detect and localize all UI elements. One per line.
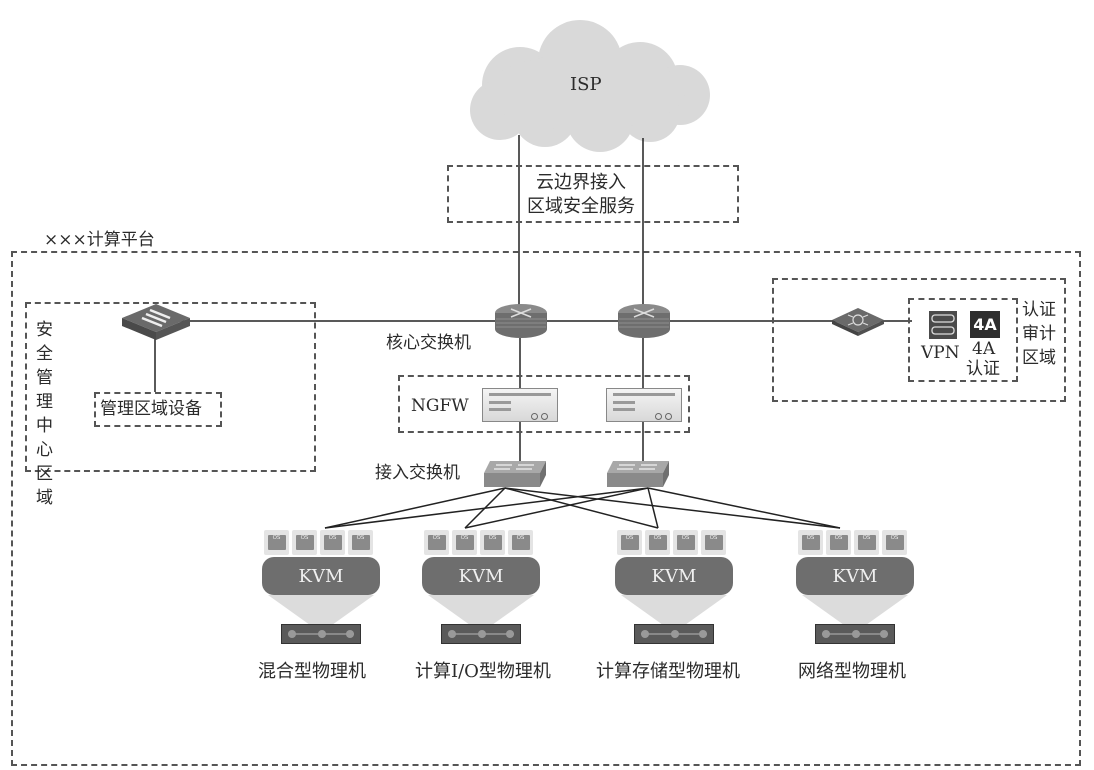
kvm-projection [802, 595, 908, 625]
ngfw-label: NGFW [411, 396, 469, 416]
platform-label: ×××计算平台 [44, 230, 155, 250]
kvm-host: OS OS OS OS KVM [796, 530, 914, 630]
auth-4a-label-2: 认证 [966, 359, 1000, 379]
physical-host-label: 计算存储型物理机 [596, 661, 740, 682]
auth-4a-label-1: 4A [972, 339, 996, 359]
cloud-edge-label-2: 区域安全服务 [527, 196, 635, 217]
cloud-edge-zone [447, 165, 739, 223]
vm-os-icon: OS [348, 530, 373, 555]
access-fanout-lines [324, 487, 841, 529]
vm-os-label: OS [857, 535, 876, 550]
vm-os-label: OS [483, 535, 502, 550]
security-mgmt-label-2: 管理 [36, 368, 53, 412]
security-mgmt-label-3: 中心 [36, 416, 53, 460]
access-switch-icon [484, 461, 546, 487]
auth-audit-label-3: 区域 [1022, 348, 1056, 368]
core-router-icon [618, 304, 670, 338]
cloud-icon [470, 20, 710, 152]
vm-os-label: OS [801, 535, 820, 550]
access-switch-icon [607, 461, 669, 487]
mgmt-device-label: 管理区域设备 [100, 399, 202, 419]
vm-os-label: OS [323, 535, 342, 550]
security-mgmt-label-1: 安全 [36, 320, 53, 364]
gateway-switch-icon [832, 308, 884, 336]
kvm-projection [428, 595, 534, 625]
vm-os-icon: OS [264, 530, 289, 555]
isp-label: ISP [570, 74, 602, 95]
vm-os-icon: OS [508, 530, 533, 555]
vm-os-label: OS [885, 535, 904, 550]
kvm-hypervisor: KVM [422, 557, 540, 595]
vm-os-icon: OS [701, 530, 726, 555]
vm-os-icon: OS [452, 530, 477, 555]
auth-audit-label-1: 认证 [1022, 300, 1056, 320]
vpn-label: VPN [921, 343, 960, 363]
auth-device-box [908, 298, 1018, 382]
physical-server-icon [815, 624, 895, 644]
physical-host-label: 混合型物理机 [258, 661, 366, 682]
kvm-host: OS OS OS OS KVM [422, 530, 540, 630]
kvm-hypervisor: KVM [796, 557, 914, 595]
firewall-appliance-icon [606, 388, 682, 422]
vm-row: OS OS OS OS [617, 530, 726, 555]
vm-os-icon: OS [292, 530, 317, 555]
vm-os-icon: OS [480, 530, 505, 555]
vm-os-label: OS [267, 535, 286, 550]
physical-host-label: 网络型物理机 [798, 661, 906, 682]
kvm-projection [268, 595, 374, 625]
physical-server-icon [441, 624, 521, 644]
vm-os-icon: OS [645, 530, 670, 555]
vm-os-icon: OS [617, 530, 642, 555]
access-switch-label: 接入交换机 [375, 463, 460, 483]
core-router-icon [495, 304, 547, 338]
vm-os-label: OS [704, 535, 723, 550]
vm-os-label: OS [511, 535, 530, 550]
vm-os-icon: OS [798, 530, 823, 555]
firewall-appliance-icon [482, 388, 558, 422]
physical-server-icon [634, 624, 714, 644]
vm-os-label: OS [427, 535, 446, 550]
vm-os-label: OS [295, 535, 314, 550]
vm-os-label: OS [351, 535, 370, 550]
vm-os-label: OS [829, 535, 848, 550]
vm-os-icon: OS [424, 530, 449, 555]
vm-os-icon: OS [882, 530, 907, 555]
ngfw-zone [398, 375, 690, 433]
cloud-edge-label-1: 云边界接入 [536, 172, 626, 193]
security-mgmt-label-4: 区域 [36, 464, 53, 508]
auth-audit-label: 认证 审计 区域 [1022, 298, 1056, 370]
vm-os-icon: OS [673, 530, 698, 555]
core-switch-label: 核心交换机 [386, 333, 471, 353]
vm-os-label: OS [676, 535, 695, 550]
vm-os-label: OS [648, 535, 667, 550]
mgmt-device-box [94, 392, 222, 427]
auth-audit-zone [772, 278, 1066, 402]
kvm-projection [621, 595, 727, 625]
vm-os-icon: OS [320, 530, 345, 555]
vpn-icon [929, 311, 957, 339]
vm-row: OS OS OS OS [264, 530, 373, 555]
kvm-host: OS OS OS OS KVM [615, 530, 733, 630]
auth-4a-icon: 4A [970, 311, 1000, 338]
security-mgmt-label: 安全 管理 中心 区域 [36, 318, 56, 510]
physical-host-label: 计算I/O型物理机 [415, 661, 551, 682]
physical-server-icon [281, 624, 361, 644]
vm-os-icon: OS [826, 530, 851, 555]
auth-audit-label-2: 审计 [1022, 324, 1056, 344]
vm-row: OS OS OS OS [424, 530, 533, 555]
kvm-hypervisor: KVM [262, 557, 380, 595]
kvm-hypervisor: KVM [615, 557, 733, 595]
platform-boundary [11, 251, 1081, 766]
security-mgmt-zone [25, 302, 316, 472]
management-switch-icon [122, 304, 190, 340]
vm-os-label: OS [620, 535, 639, 550]
vm-row: OS OS OS OS [798, 530, 907, 555]
kvm-host: OS OS OS OS KVM [262, 530, 380, 630]
vm-os-label: OS [455, 535, 474, 550]
vm-os-icon: OS [854, 530, 879, 555]
